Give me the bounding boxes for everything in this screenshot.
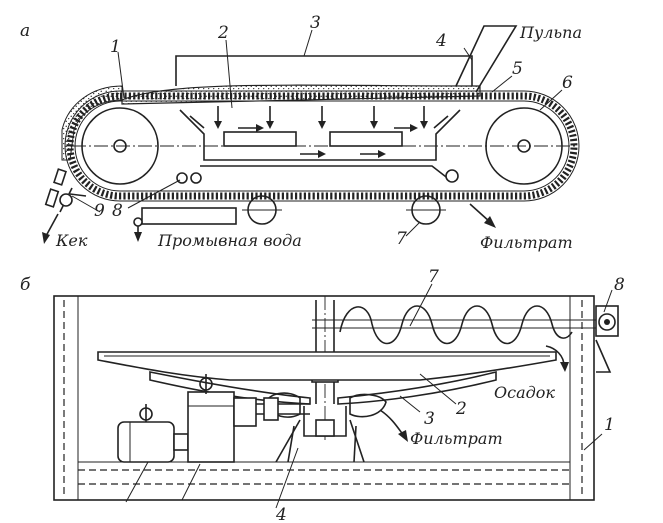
- electric-motor: [117, 404, 189, 463]
- gearbox: [187, 374, 257, 463]
- belt-outer-line: [64, 90, 580, 202]
- label-4: 4: [435, 31, 447, 51]
- outlet-roller: [445, 169, 459, 183]
- cake-layer-left: [61, 85, 123, 161]
- suction-arrows: [189, 106, 449, 158]
- screw-drive: [595, 305, 619, 373]
- wash-nozzles: [176, 172, 202, 184]
- feed-chute: [455, 25, 518, 93]
- pulp-label: Пульпа: [519, 23, 582, 42]
- label-b1: 1: [604, 415, 615, 435]
- label-3: 3: [310, 13, 321, 33]
- vacuum-chamber-inner: [200, 165, 451, 181]
- belt-filter-diagram: а: [20, 13, 582, 252]
- base-frame: [275, 406, 365, 463]
- label-1: 1: [110, 37, 121, 57]
- drive-shaft: [256, 397, 310, 421]
- label-5: 5: [512, 59, 523, 79]
- screw-conveyor: [312, 305, 600, 345]
- label-8: 8: [112, 201, 123, 221]
- label-b8: 8: [614, 275, 625, 295]
- label-b7: 7: [428, 267, 439, 287]
- label-b4: 4: [275, 505, 287, 523]
- label-9: 9: [94, 201, 105, 221]
- suction-box-right: [329, 131, 403, 147]
- support-roller-right: [406, 195, 446, 225]
- vacuum-chamber: [179, 109, 461, 161]
- label-b3: 3: [424, 409, 435, 429]
- housing: [53, 295, 595, 501]
- figure-a-letter: а: [20, 21, 30, 41]
- label-6: 6: [562, 73, 573, 93]
- label-b2: 2: [455, 399, 467, 419]
- label-7: 7: [396, 229, 407, 249]
- leader-lines-b: [125, 283, 613, 509]
- wash-trough: [141, 207, 237, 225]
- wash-water-label: Промывная вода: [157, 231, 302, 250]
- filtrate-arrow: [469, 203, 491, 223]
- label-2: 2: [217, 23, 229, 43]
- filtrate-label-b: Фильтрат: [410, 429, 503, 448]
- belt-inner-line: [74, 100, 570, 192]
- support-roller-left: [242, 195, 282, 225]
- disc-filter-diagram: б: [20, 267, 625, 523]
- filtrate-label: Фильтрат: [480, 233, 573, 252]
- filter-disc: [97, 351, 557, 381]
- suction-box-left: [223, 131, 297, 147]
- filtrate-pipe: [379, 409, 405, 437]
- filter-belt: [66, 92, 578, 200]
- scraper: [44, 168, 87, 213]
- cake-label: Кек: [55, 231, 88, 250]
- leader-lines-a: [71, 29, 563, 237]
- hopper: [175, 55, 473, 86]
- figure-b-letter: б: [20, 275, 31, 295]
- sediment-label: Осадок: [494, 383, 555, 402]
- cake-arrow: [45, 213, 59, 237]
